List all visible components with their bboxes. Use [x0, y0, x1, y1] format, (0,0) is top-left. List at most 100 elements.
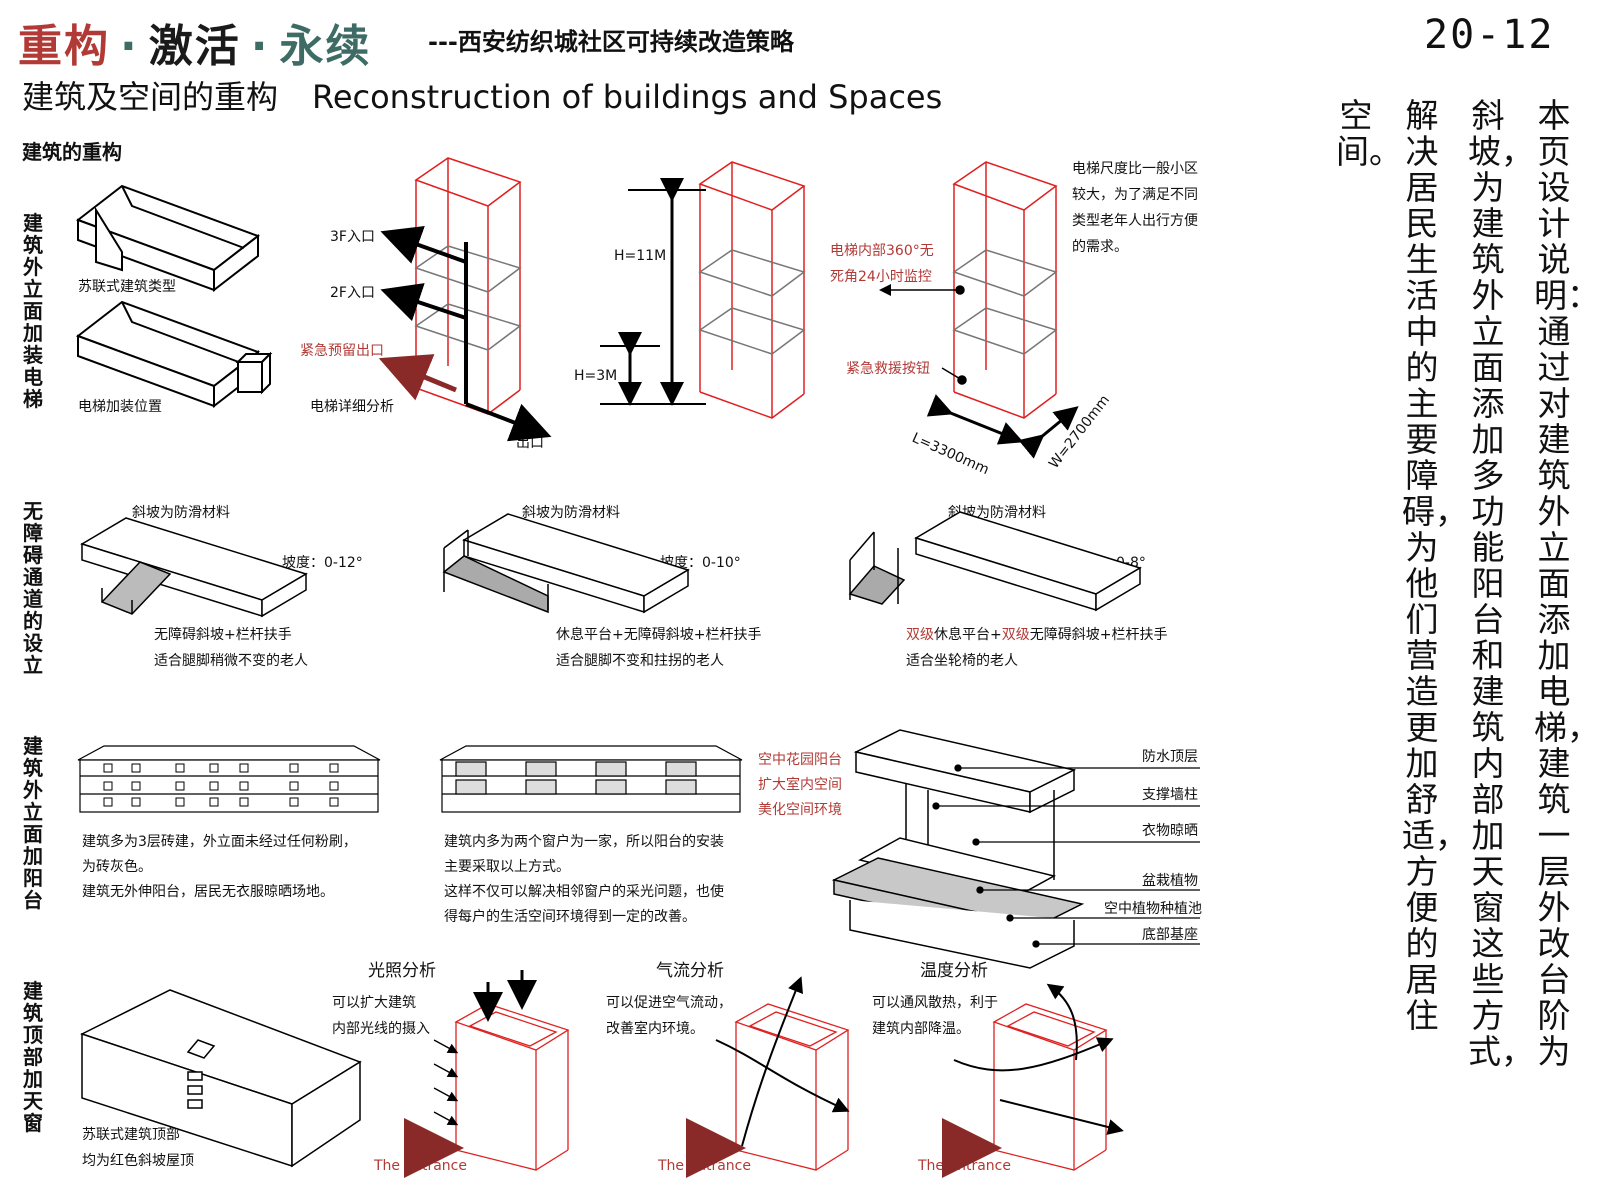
red-note: 空中花园阳台	[758, 752, 842, 768]
row-label-balcony: 建筑外立面加阳台	[23, 734, 43, 912]
title-word-restructure: 重构	[18, 21, 110, 72]
label-width: W=2700mm	[1046, 392, 1114, 472]
soviet-building-diagram	[75, 184, 261, 293]
subtitle: ---西安纺织城社区可持续改造策略	[428, 28, 794, 56]
row-label-ramp: 无障碍通道的设立	[23, 499, 43, 677]
part-label: 衣物晾晒	[1142, 823, 1198, 839]
part-label: 防水顶层	[1142, 749, 1198, 765]
slope-label: 坡度：	[1074, 555, 1116, 571]
label-exit: 出口	[516, 435, 544, 451]
part-label: 底部基座	[1142, 927, 1198, 943]
label-height-floor: H=3M	[574, 368, 618, 384]
label-install-position: 电梯加装位置	[78, 399, 162, 415]
slope-value: 0-10°	[702, 555, 741, 571]
balcony-red-notes: 空中花园阳台 扩大室内空间 美化空间环境	[758, 748, 842, 823]
elevator-detail-3	[952, 161, 1058, 419]
scale-note-line: 类型老年人出行方便	[1072, 213, 1198, 229]
label-length: L=3300mm	[909, 430, 992, 479]
label-monitor-line2: 死角24小时监控	[830, 269, 932, 285]
part-label: 支撑墙柱	[1142, 787, 1198, 803]
desc-line: 为砖灰色。	[82, 859, 152, 875]
label-emergency-exit: 紧急预留出口	[300, 343, 384, 359]
slope-value: 0-8°	[1116, 555, 1146, 571]
analysis-temp-line2: 建筑内部降温。	[872, 1021, 970, 1037]
slope-label: 坡度：	[282, 555, 324, 571]
title-word-sustain: 永续	[279, 21, 372, 72]
label-entry-3f: 3F入口	[330, 229, 375, 245]
elevator-detail-2	[698, 161, 806, 419]
red-note: 扩大室内空间	[758, 777, 842, 793]
title-word-activate: 激活	[148, 21, 241, 72]
label-height-total: H=11M	[614, 248, 667, 264]
airflow-arrows	[715, 976, 850, 1147]
elevator-position-diagram	[75, 300, 273, 409]
row-label-elevator: 建筑外立面加装电梯	[23, 211, 43, 411]
ramp-diagram-1	[80, 517, 308, 618]
description-column-2: 斜坡，为建筑外立面添加多功能阳台和建筑内部加天窗这些方式，	[1468, 96, 1534, 1071]
ramp-diagram-2	[442, 513, 690, 614]
analysis-airflow-line2: 改善室内环境。	[606, 1021, 704, 1037]
light-analysis-diagram	[454, 1003, 570, 1171]
slope-label: 坡度：	[660, 555, 702, 571]
desc-line: 建筑无外伸阳台，居民无衣服晾晒场地。	[82, 884, 334, 900]
desc-line: 这样不仅可以解决相邻窗户的采光问题，也使	[444, 884, 724, 900]
description-column-4: 空间。	[1336, 96, 1402, 171]
label-monitor-line1: 电梯内部360°无	[830, 243, 934, 259]
entrance-label-light: The entrance	[374, 1158, 467, 1174]
analysis-title-light: 光照分析	[368, 961, 436, 981]
temperature-analysis-diagram	[992, 1003, 1108, 1171]
building-elevation-existing	[77, 745, 381, 813]
scale-note-line: 较大，为了满足不同	[1072, 187, 1198, 203]
desc-line: 主要采取以上方式。	[444, 859, 570, 875]
ramp-desc-1-line1: 无障碍斜坡+栏杆扶手	[154, 627, 292, 643]
red-note: 美化空间环境	[758, 802, 842, 818]
light-rays	[433, 970, 537, 1126]
label-slope-1: 坡度：0-12°	[282, 552, 363, 572]
sub-heading: 建筑的重构	[22, 140, 122, 164]
balcony-desc-proposal: 建筑内多为两个窗户为一家，所以阳台的安装 主要采取以上方式。 这样不仅可以解决相…	[444, 830, 724, 930]
section-title-cn: 建筑及空间的重构	[22, 78, 279, 116]
section-title: 建筑及空间的重构 Reconstruction of buildings and …	[22, 72, 942, 118]
entrance-label-airflow: The entrance	[658, 1158, 751, 1174]
analysis-title-temperature: 温度分析	[920, 961, 988, 981]
description-column-1: 本页设计说明：通过对建筑外立面添加电梯，建筑一层外改台阶为	[1534, 96, 1600, 1071]
analysis-title-airflow: 气流分析	[656, 961, 724, 981]
label-anti-slip-2: 斜坡为防滑材料	[522, 505, 620, 521]
airflow-analysis-diagram	[734, 1003, 850, 1171]
ramp-desc-1-line2: 适合腿脚稍微不变的老人	[154, 653, 308, 669]
ramp-desc-2-line2: 适合腿脚不变和拄拐的老人	[556, 653, 724, 669]
highlight-double: 双级	[906, 627, 934, 643]
elevator-detail-1	[414, 157, 522, 415]
roof-note-line2: 均为红色斜坡屋顶	[82, 1153, 194, 1169]
label-anti-slip-1: 斜坡为防滑材料	[132, 505, 230, 521]
balcony-axonometric	[831, 729, 1085, 969]
page-number: 20-12	[1424, 12, 1555, 58]
label-building-type: 苏联式建筑类型	[78, 279, 176, 295]
ramp-desc-2-line1: 休息平台+无障碍斜坡+栏杆扶手	[556, 627, 762, 643]
section-title-en: Reconstruction of buildings and Spaces	[312, 78, 943, 116]
highlight-double: 双级	[1001, 627, 1030, 643]
ramp-desc-3-line2: 适合坐轮椅的老人	[906, 653, 1018, 669]
title-separator: ·	[120, 21, 139, 72]
desc-line: 建筑内多为两个窗户为一家，所以阳台的安装	[444, 834, 724, 850]
label-rescue-button: 紧急救援按钮	[846, 361, 930, 377]
analysis-light-line2: 内部光线的摄入	[332, 1021, 430, 1037]
label-entry-2f: 2F入口	[330, 285, 375, 301]
analysis-temp-line1: 可以通风散热，利于	[872, 995, 998, 1011]
part-label: 盆栽植物	[1142, 873, 1198, 889]
label-detail-analysis: 电梯详细分析	[310, 399, 394, 415]
slope-value: 0-12°	[324, 555, 363, 571]
ramp-desc-text: 休息平台+	[934, 627, 1002, 643]
label-slope-2: 坡度：0-10°	[660, 552, 741, 572]
building-elevation-windows-existing	[103, 763, 339, 807]
ramp-desc-text: 无障碍斜坡+栏杆扶手	[1029, 627, 1168, 643]
balcony-desc-existing: 建筑多为3层砖建，外立面未经过任何粉刷， 为砖灰色。 建筑无外伸阳台，居民无衣服…	[82, 830, 357, 905]
desc-line: 建筑多为3层砖建，外立面未经过任何粉刷，	[82, 834, 357, 850]
building-elevation-proposal	[439, 745, 743, 813]
row-label-skylight: 建筑顶部加天窗	[23, 979, 43, 1135]
entrance-label-temperature: The entrance	[918, 1158, 1011, 1174]
analysis-light-line1: 可以扩大建筑	[332, 995, 416, 1011]
part-label: 空中植物种植池	[1104, 901, 1202, 917]
analysis-airflow-line1: 可以促进空气流动，	[606, 995, 732, 1011]
